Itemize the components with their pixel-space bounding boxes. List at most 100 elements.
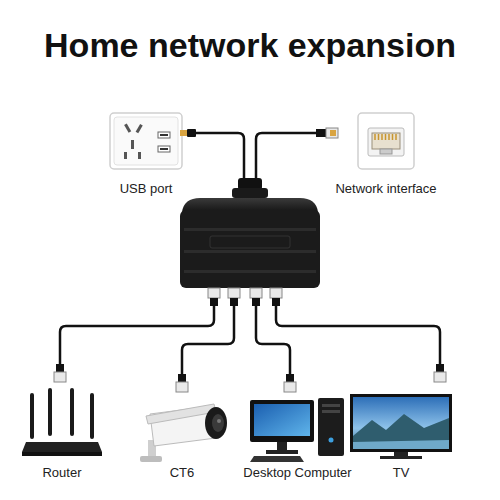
splitter-box: [184, 270, 316, 273]
desktop-computer-icon: [318, 398, 344, 456]
desktop-computer-icon: [322, 404, 340, 407]
camera-icon: [140, 456, 162, 462]
desktop-computer-icon: [250, 398, 344, 462]
rj45-plug: [252, 298, 260, 306]
usb-wall-socket: [124, 124, 131, 133]
router-icon: [22, 442, 102, 452]
usb-wall-socket: [160, 148, 168, 150]
rj45-pins: [395, 134, 397, 140]
usb-plug: [180, 129, 196, 137]
usb-wall-socket: [110, 113, 182, 169]
desktop-computer-icon: [254, 404, 310, 436]
router-icon: [70, 388, 74, 436]
cable: [195, 133, 244, 182]
rj45-plug: [284, 382, 296, 392]
splitter-box: [184, 250, 316, 253]
rj45-plug: [228, 288, 240, 298]
splitter-box: [182, 198, 318, 212]
router-icon: [48, 388, 52, 436]
device-label: TV: [391, 465, 412, 481]
desktop-computer-icon: [322, 410, 340, 413]
splitter-box: [180, 178, 320, 288]
rj45-plug: [270, 288, 282, 298]
rj45-pins: [381, 134, 383, 140]
camera-icon: [212, 414, 224, 432]
network-wall-port: [368, 128, 404, 156]
tv-icon: [353, 397, 449, 449]
rj45-plug: [436, 364, 444, 372]
device-label: Router: [40, 465, 83, 481]
tv-icon: [353, 440, 449, 449]
rj45-pins: [375, 134, 396, 140]
network-wall-port: [358, 113, 414, 169]
rj45-plug: [208, 288, 220, 298]
rj45-plug: [286, 374, 294, 382]
splitter-box: [232, 188, 268, 198]
rj45-pins: [374, 134, 376, 140]
rj45-plug: [326, 128, 338, 138]
desktop-computer-icon: [250, 456, 304, 462]
usb-plug: [187, 129, 196, 137]
rj45-plug: [230, 298, 238, 306]
device-node: Desktop Computer: [237, 396, 358, 481]
usb-wall-socket: [131, 140, 134, 149]
socket-node: USB port: [101, 110, 191, 197]
desktop-computer-icon: [250, 400, 314, 442]
rj45-plug: [250, 288, 262, 298]
port-node: Network interface: [329, 110, 443, 197]
camera-icon: [205, 407, 227, 439]
cable: [182, 305, 234, 376]
tv-icon: [350, 394, 452, 459]
page-title: Home network expansion: [0, 26, 500, 65]
usb-wall-socket: [124, 152, 127, 159]
rj45-plug: [208, 288, 282, 298]
desktop-computer-icon: [266, 450, 298, 454]
router-icon: [22, 388, 102, 456]
rj45-plug: [178, 374, 186, 382]
camera-icon: [140, 404, 227, 462]
cable: [60, 305, 214, 366]
network-wall-port: [372, 133, 400, 149]
tv-icon: [394, 452, 408, 456]
rj45-plug: [272, 298, 280, 306]
rj45-plug: [54, 364, 446, 392]
device-label: CT6: [168, 465, 197, 481]
usb-wall-socket: [114, 117, 178, 165]
tv-icon: [380, 456, 422, 459]
rj45-plug: [434, 372, 446, 382]
usb-plug: [180, 130, 187, 136]
rj45-pins: [392, 134, 394, 140]
usb-wall-socket: [158, 132, 170, 138]
cable: [276, 305, 440, 366]
usb-wall-socket: [110, 113, 182, 169]
desktop-computer-icon: [277, 442, 287, 450]
cable: [256, 305, 290, 376]
rj45-plug: [316, 129, 326, 137]
usb-wall-socket: [158, 146, 170, 152]
router-icon: [30, 393, 34, 439]
rj45-pins: [388, 134, 390, 140]
camera-icon: [217, 419, 221, 423]
device-label: Desktop Computer: [241, 465, 353, 481]
rj45-plug: [210, 298, 280, 306]
rj45-plug: [330, 130, 336, 136]
device-node: TV: [351, 392, 451, 481]
router-icon: [22, 452, 102, 456]
device-node: Router: [17, 386, 107, 481]
splitter-box: [184, 228, 316, 231]
rj45-plug: [54, 372, 66, 382]
network-wall-port: [358, 113, 414, 169]
usb-wall-socket: [136, 124, 143, 133]
cable: [256, 133, 318, 182]
device-node: CT6: [137, 402, 227, 481]
splitter-box: [210, 236, 290, 248]
device-label: USB port: [118, 181, 175, 197]
tv-icon: [350, 394, 452, 452]
device-label: Network interface: [333, 181, 438, 197]
router-icon: [90, 393, 94, 439]
usb-wall-socket: [160, 134, 168, 136]
rj45-plug: [210, 298, 218, 306]
usb-wall-socket: [138, 152, 141, 159]
rj45-plug: [56, 364, 64, 372]
